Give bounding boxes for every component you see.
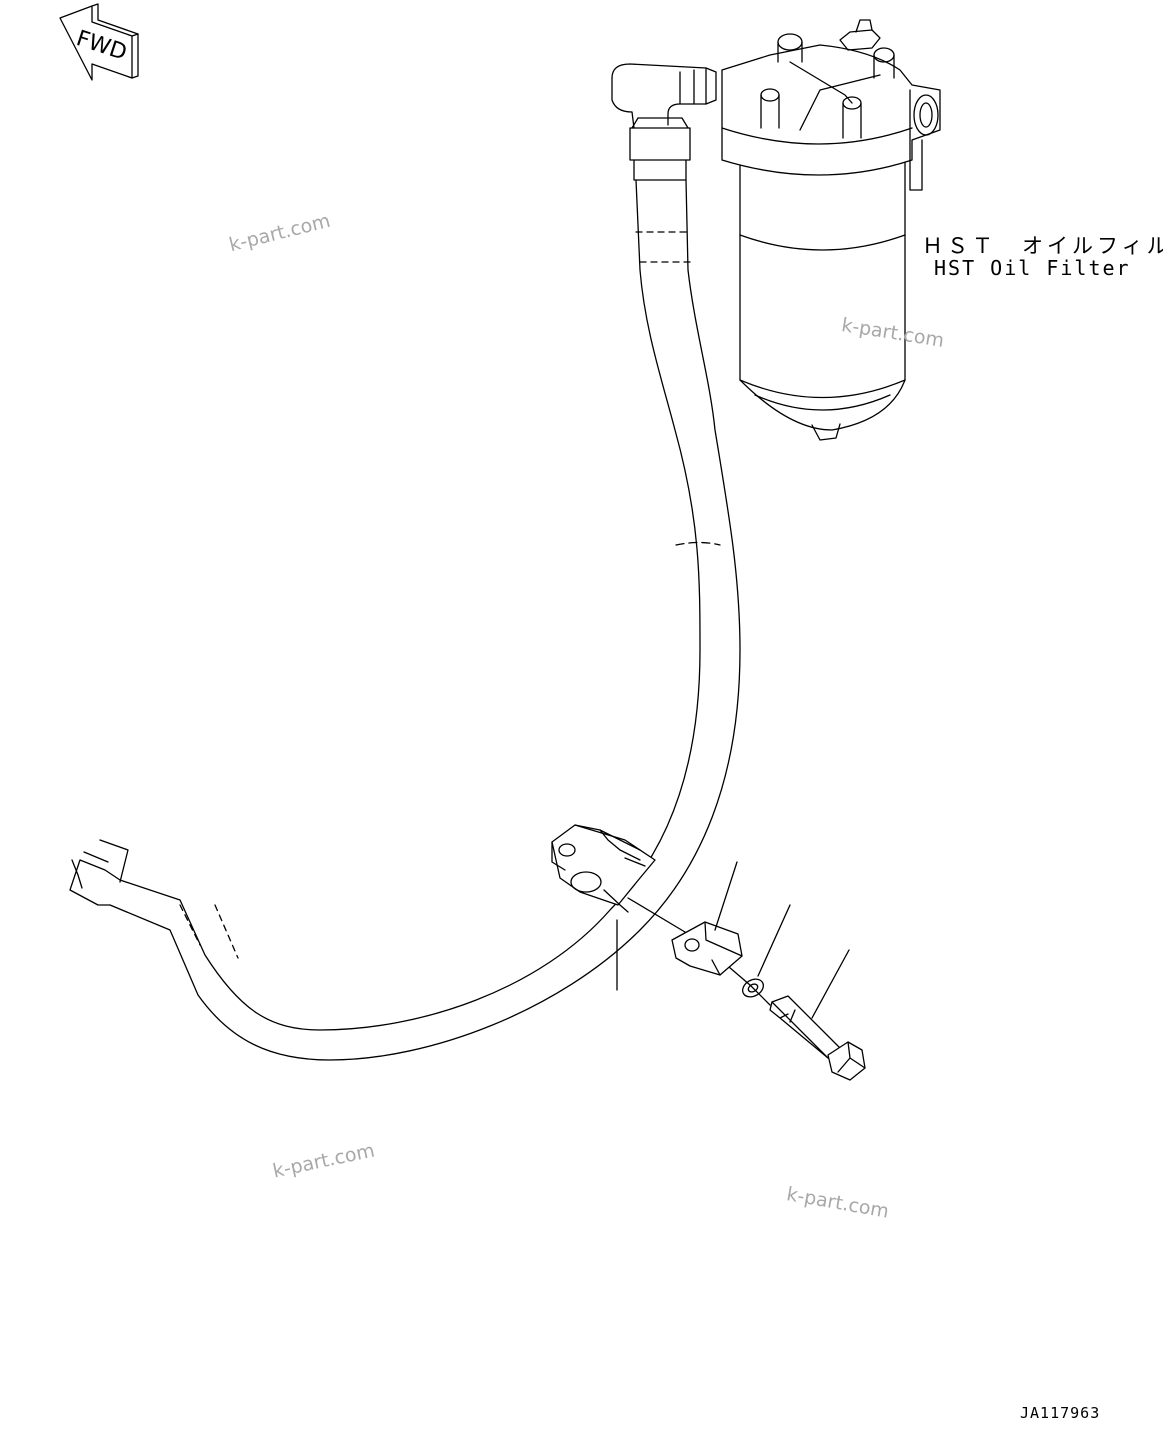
hydraulic-hose-icon bbox=[70, 180, 740, 1060]
spacer-block-icon bbox=[672, 922, 742, 975]
drawing-number: JA117963 bbox=[1020, 1404, 1101, 1422]
hose-clamp-icon bbox=[552, 825, 655, 912]
bolt-icon bbox=[770, 996, 865, 1080]
filter-callout-label-jp: ＨＳＴ オイルフィルタ bbox=[922, 234, 1163, 258]
oil-filter-icon bbox=[722, 20, 940, 440]
elbow-fitting-icon bbox=[612, 64, 716, 180]
fwd-arrow-icon: FWD bbox=[60, 4, 138, 80]
leader-lines bbox=[617, 862, 849, 1018]
washer-icon bbox=[739, 976, 766, 1001]
filter-callout-label-en: HST Oil Filter bbox=[934, 256, 1131, 280]
